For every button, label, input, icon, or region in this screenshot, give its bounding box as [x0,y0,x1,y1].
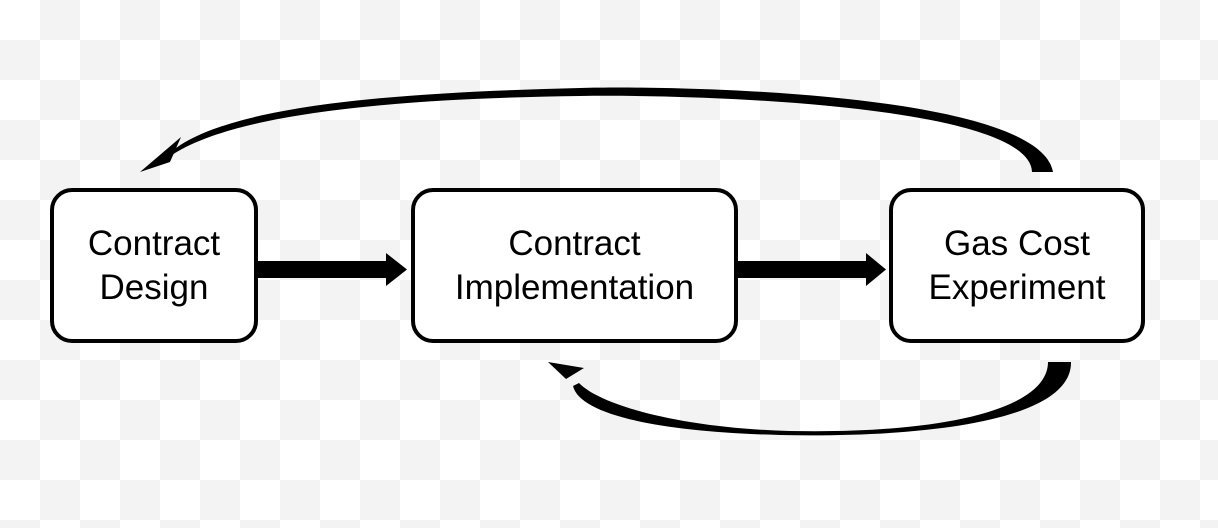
node-label-line: Contract [508,223,641,263]
node-label-line: Design [99,267,209,307]
arrow-gas-cost-to-implementation [548,362,1072,436]
arrow-implementation-to-gas-cost [738,253,886,286]
node-contract-design: Contract Design [50,188,258,343]
node-contract-implementation: Contract Implementation [411,188,738,343]
node-label-line: Gas Cost [944,223,1090,263]
arrow-design-to-implementation [258,253,407,286]
node-gas-cost-experiment: Gas Cost Experiment [889,188,1145,343]
node-label-line: Implementation [454,267,695,307]
node-label-line: Contract [87,223,221,263]
node-label-line: Experiment [928,267,1106,307]
arrow-gas-cost-to-design [140,87,1053,172]
